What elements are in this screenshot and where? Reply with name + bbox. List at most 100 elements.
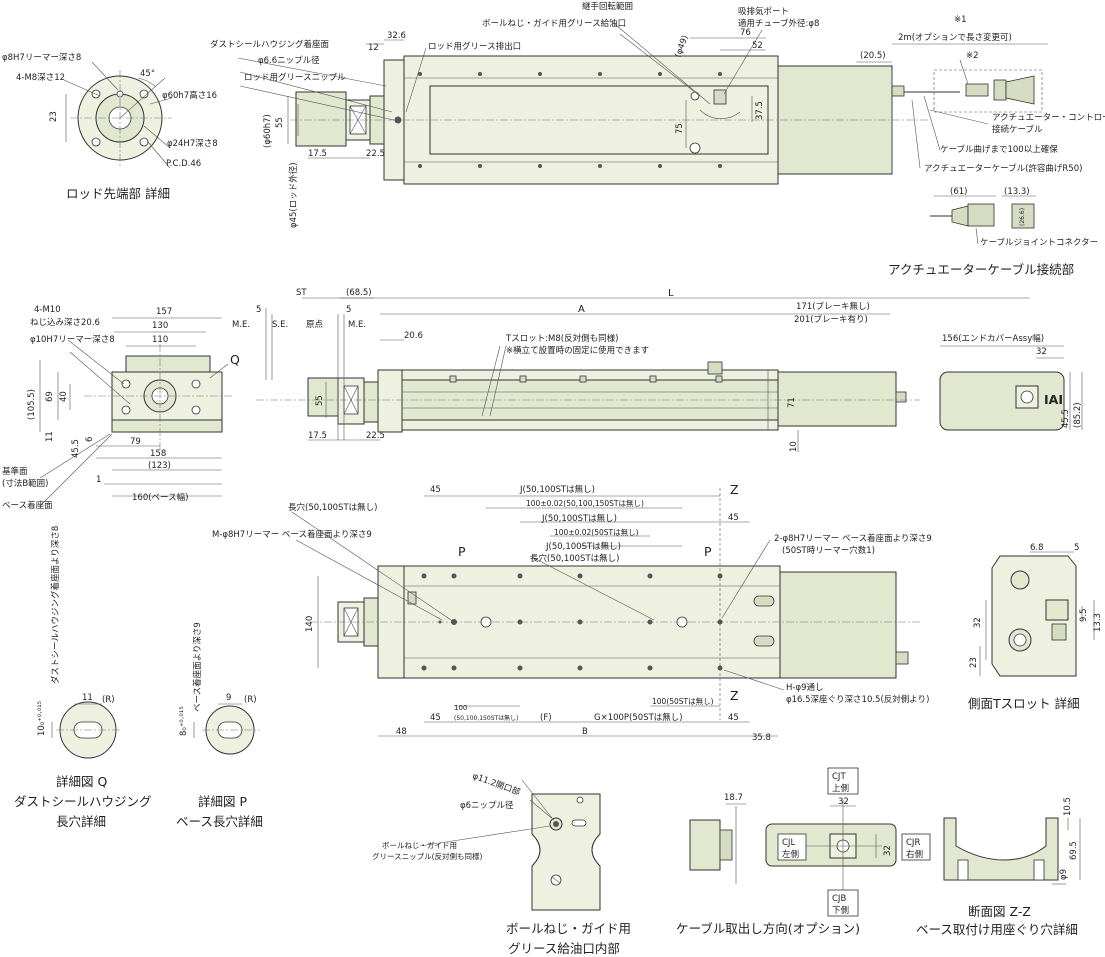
p-title-1: 詳細図 P bbox=[198, 794, 247, 809]
dim-45d: 45 bbox=[728, 713, 739, 723]
dim-160: 160(ベース幅) bbox=[132, 492, 188, 503]
section-zz-profile bbox=[943, 817, 1059, 881]
dim-171: 171(ブレーキ無し) bbox=[796, 301, 870, 312]
h-hole-label-1: H-φ9通し bbox=[786, 682, 823, 693]
slot-hole-p2 bbox=[676, 616, 688, 628]
cable-exit-side-block bbox=[689, 819, 721, 871]
dim-105-5: (105.5) bbox=[27, 389, 37, 420]
inner-title-2: グリース給油口内部 bbox=[508, 941, 620, 956]
slot-hole-p1 bbox=[480, 616, 492, 628]
inner-title-1: ボールねじ・ガイド用 bbox=[506, 921, 631, 936]
dim-100b: 100(50STは無し) bbox=[652, 696, 714, 706]
side-13-3: 13.3 bbox=[1093, 613, 1103, 632]
cjl-box bbox=[777, 833, 807, 861]
end-cover-logo: IAI bbox=[1044, 392, 1063, 407]
dim-45b: 45 bbox=[728, 513, 739, 523]
dim-68-5: (68.5) bbox=[346, 288, 372, 298]
se-label: S.E. bbox=[272, 320, 288, 330]
dim-phi49: (φ49) bbox=[673, 34, 690, 59]
q-title-2: ダストシールハウジング bbox=[14, 794, 152, 809]
dust-seal-face-label: ダストシールハウジング着座面 bbox=[210, 39, 330, 50]
dim-45-5b: 45.5 bbox=[1061, 409, 1071, 428]
cjr-box bbox=[901, 833, 931, 861]
dim-5b: 5 bbox=[346, 305, 351, 315]
dim-100a-2: (50,100,150STは無し) bbox=[454, 714, 519, 722]
note-2: ※2 bbox=[966, 51, 979, 61]
cable-conn-title: アクチュエーターケーブル接続部 bbox=[888, 262, 1074, 277]
front-m10-label-1: 4-M10 bbox=[34, 305, 61, 315]
endcover-156-label: 156(エンドカバーAssy幅) bbox=[942, 333, 1044, 344]
side-23: 23 bbox=[969, 657, 979, 668]
dim-32b: 32 bbox=[1036, 347, 1047, 357]
zz-title-2: ベース取付け用座ぐり穴詳細 bbox=[916, 922, 1078, 937]
rod-grease-nipple-label: ロッド用グリースニップル bbox=[244, 72, 346, 83]
dim-j3: J(50,100STは無し) bbox=[545, 541, 621, 552]
dim-1: 1 bbox=[96, 475, 101, 485]
cable-18-7: 18.7 bbox=[724, 793, 743, 803]
rod-phi60-label: φ60h7高さ16 bbox=[162, 90, 217, 101]
front-m10-label-2: ねじ込み深さ20.6 bbox=[30, 317, 100, 328]
slot-long-label: 長穴(50,100STは無し) bbox=[288, 502, 377, 513]
dim-100tol2: 100±0.02(50STは無し) bbox=[554, 527, 639, 537]
me-label-2: M.E. bbox=[348, 320, 366, 330]
rod-bolt-hole bbox=[139, 137, 149, 147]
controller-cable-label-1: アクチュエーター・コントローラー bbox=[992, 113, 1105, 123]
rod-grease-exhaust-label: ロッド用グリース排出口 bbox=[428, 41, 521, 52]
rod-reamer-label: φ8H7リーマー深さ8 bbox=[2, 53, 81, 63]
ref-face-label-2: (寸法B範囲) bbox=[2, 478, 48, 489]
inner-6-label: φ6ニップル径 bbox=[460, 800, 514, 811]
dim-st: ST bbox=[296, 288, 307, 298]
dim-37-5: 37.5 bbox=[755, 101, 765, 120]
side-view-actuator: ST (68.5) 5 5 M.E. S.E. 原点 M.E. A L 171(… bbox=[232, 288, 1030, 452]
dim-26-6: (26.6) bbox=[1019, 208, 1026, 226]
dim-55b: 55 bbox=[315, 395, 325, 406]
bottom-motor-housing bbox=[779, 571, 897, 679]
label-z2: Z bbox=[730, 688, 739, 703]
dim-71: 71 bbox=[787, 397, 797, 408]
q-title-1: 詳細図 Q bbox=[56, 774, 107, 789]
dim-55: 55 bbox=[275, 117, 285, 128]
cjl-label-1: CJL bbox=[782, 838, 795, 848]
dim-45-5: 45.5 bbox=[71, 439, 81, 458]
cjl-label-2: 左側 bbox=[782, 849, 799, 860]
zz-phi9: φ9 bbox=[1059, 869, 1069, 880]
rod-bolt-hole bbox=[91, 137, 101, 147]
joint-connector-body bbox=[967, 203, 995, 227]
cable-32a: 32 bbox=[838, 797, 849, 807]
dim-12: 12 bbox=[368, 43, 379, 53]
cjt-label-2: 上側 bbox=[832, 783, 849, 794]
side-tslot-detail: 6.8 5 32 23 9.5 13.3 側面Tスロット 詳細 bbox=[968, 543, 1103, 711]
two-reamer-label-2: (50ST時リーマー穴数1) bbox=[782, 545, 875, 556]
q-r-label: (R) bbox=[102, 695, 115, 705]
dim-phi45: φ45(ロッド外径) bbox=[288, 162, 299, 228]
rod-23-label: 23 bbox=[49, 111, 59, 122]
zz-title-1: 断面図 Z-Z bbox=[968, 904, 1031, 919]
side-rod-cylinder bbox=[307, 377, 339, 417]
q-title-3: 長穴詳細 bbox=[56, 814, 106, 829]
note-1: ※1 bbox=[954, 15, 967, 25]
q-dim-label: 10₀⁺⁰·⁰¹⁵ bbox=[37, 701, 47, 736]
base-face-label: ベース着座面 bbox=[2, 500, 53, 511]
bend-100-label: ケーブル曲げまで100以上確保 bbox=[940, 144, 1058, 155]
side-6-8: 6.8 bbox=[1030, 543, 1044, 553]
dim-f: (F) bbox=[540, 713, 552, 723]
cjb-label-1: CJB bbox=[832, 894, 846, 904]
label-p2: P bbox=[704, 544, 712, 559]
zz-69-5: 69.5 bbox=[1069, 841, 1079, 860]
dim-69: 69 bbox=[45, 391, 55, 402]
slot-long-label-2: 長穴(50,100STは無し) bbox=[530, 553, 619, 564]
q-11-label: 11 bbox=[82, 693, 93, 703]
dim-22-5: 22.5 bbox=[366, 149, 385, 159]
dim-phi60h7: (φ60h7) bbox=[263, 114, 273, 148]
p-note-label: ベース着座面より深さ9 bbox=[192, 622, 203, 712]
front-reamer10-label: φ10H7リーマー深さ8 bbox=[30, 335, 115, 345]
dim-gx100p: G×100P(50STは無し) bbox=[594, 712, 683, 723]
intake-port-label: 吸排気ポート bbox=[738, 6, 789, 17]
dim-158: 158 bbox=[150, 449, 166, 459]
origin-label: 原点 bbox=[306, 320, 324, 330]
dim-40: 40 bbox=[59, 391, 69, 402]
rod-m8-label: 4-M8深さ12 bbox=[16, 73, 65, 83]
dim-85-2: (85.2) bbox=[1073, 402, 1083, 428]
grease-port-circle bbox=[690, 91, 700, 101]
inner-nipple-label-1: ボールねじ・ガイド用 bbox=[382, 840, 457, 850]
